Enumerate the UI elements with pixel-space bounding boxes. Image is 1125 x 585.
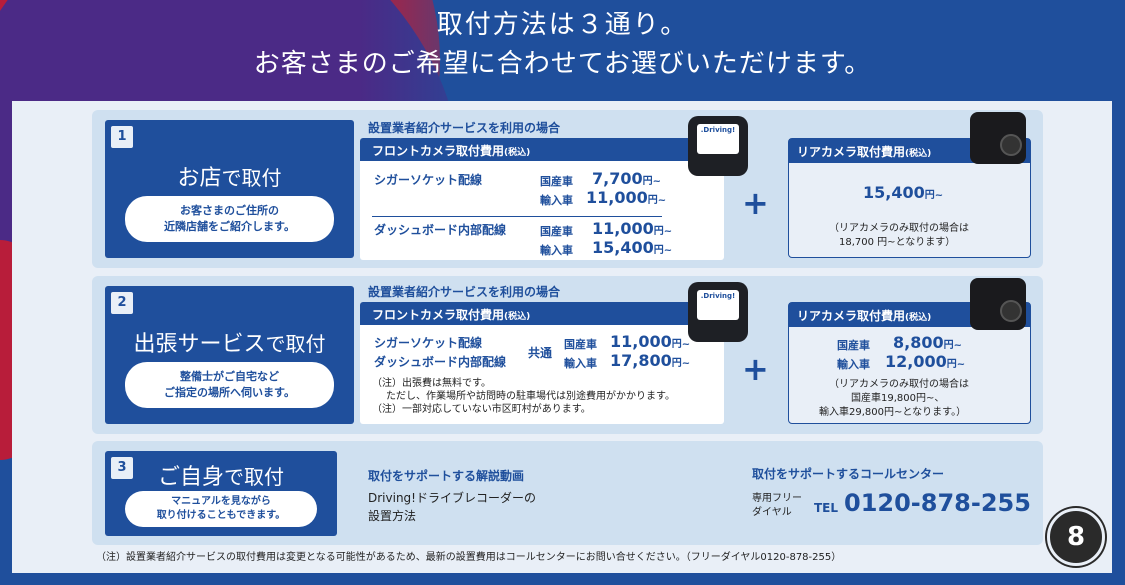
- call-center-title: 取付をサポートするコールセンター: [752, 467, 945, 481]
- note-line1: （注）出張費は無料です。: [372, 378, 491, 389]
- item-name: シガーソケット配線: [374, 173, 483, 187]
- method-box: 2 出張サービスで取付 整備士がご自宅など ご指定の場所へ伺います。: [105, 286, 354, 424]
- common-label: 共通: [528, 346, 553, 360]
- page-number-badge: 8: [1047, 508, 1105, 566]
- note-line2: ただし、作業場所や訪問時の駐車場代は別途費用がかかります。: [386, 391, 675, 402]
- tel-prefix: TEL: [814, 501, 839, 515]
- price-label: 国産車: [564, 338, 597, 351]
- method-number: 3: [111, 457, 133, 479]
- price-label: 国産車: [540, 175, 573, 188]
- call-label-line2: ダイヤル: [752, 507, 792, 518]
- front-fee-box: フロントカメラ取付費用(税込) シガーソケット配線 ダッシュボード内部配線 共通…: [360, 302, 724, 424]
- video-line2: 設置方法: [368, 509, 417, 523]
- hero-line2: お客さまのご希望に合わせてお選びいただけます。: [253, 49, 872, 79]
- item-name: ダッシュボード内部配線: [374, 355, 507, 369]
- method-card-self: 3 ご自身で取付 マニュアルを見ながら 取り付けることもできます。 取付をサポー…: [92, 441, 1043, 545]
- method-title: 出張サービスで取付: [133, 332, 326, 357]
- price-label: 輸入車: [540, 194, 573, 207]
- section-label: 設置業者紹介サービスを利用の場合: [368, 285, 561, 299]
- method-title: ご自身で取付: [157, 465, 284, 490]
- hero-line1: 取付方法は３通り。: [436, 10, 689, 40]
- device-screen-label: .Driving!: [697, 290, 739, 320]
- rear-price: 12,000円~: [885, 352, 966, 371]
- phone-number[interactable]: 0120-878-255: [844, 489, 1031, 517]
- section-label: 設置業者紹介サービスを利用の場合: [368, 121, 561, 135]
- rear-note-line1: （リアカメラのみ取付の場合は: [829, 379, 969, 390]
- plus-icon: +: [742, 350, 769, 388]
- rear-camera-image: [970, 112, 1026, 164]
- method-number: 1: [111, 126, 133, 148]
- method-box: 3 ご自身で取付 マニュアルを見ながら 取り付けることもできます。: [105, 451, 337, 536]
- price-value: 11,000円~: [592, 219, 673, 238]
- dashcam-front-image: .Driving!: [688, 116, 748, 176]
- price-label: 輸入車: [564, 357, 597, 370]
- price-label: 国産車: [540, 225, 573, 238]
- video-line1: Driving!ドライブレコーダーの: [368, 491, 536, 505]
- price-label: 輸入車: [540, 244, 573, 257]
- video-title[interactable]: 取付をサポートする解説動画: [368, 469, 525, 483]
- plus-icon: +: [742, 184, 769, 222]
- rear-note-line1: （リアカメラのみ取付の場合は: [829, 223, 969, 234]
- price-value: 15,400円~: [592, 238, 673, 257]
- method-description: 整備士がご自宅など ご指定の場所へ伺います。: [125, 362, 334, 408]
- method-card-visit: 2 出張サービスで取付 整備士がご自宅など ご指定の場所へ伺います。 設置業者紹…: [92, 276, 1043, 434]
- front-fee-header: フロントカメラ取付費用(税込): [360, 138, 724, 161]
- footnote: （注）設置業者紹介サービスの取付費用は変更となる可能性があるため、最新の設置費用…: [96, 552, 842, 563]
- content-panel: 1 お店で取付 お客さまのご住所の 近隣店舗をご紹介します。 設置業者紹介サービ…: [12, 101, 1112, 573]
- note-line3: （注）一部対応していない市区町村があります。: [372, 404, 591, 415]
- price-value: 11,000円~: [586, 188, 667, 207]
- rear-note-line2: 国産車19,800円~、: [851, 393, 945, 404]
- call-label-line1: 専用フリー: [752, 493, 802, 504]
- method-title: お店で取付: [177, 166, 282, 191]
- price-value: 11,000円~: [610, 332, 691, 351]
- device-screen-label: .Driving!: [697, 124, 739, 154]
- rear-price-label: 輸入車: [837, 358, 870, 371]
- rear-note-line2: 18,700 円~となります）: [839, 237, 956, 248]
- price-value: 7,700円~: [592, 169, 661, 188]
- hero-heading: 取付方法は３通り。 お客さまのご希望に合わせてお選びいただけます。: [0, 6, 1125, 84]
- rear-price: 15,400円~: [863, 183, 944, 202]
- rear-price-label: 国産車: [837, 339, 870, 352]
- rear-note-line3: 輸入車29,800円~となります。）: [819, 407, 967, 418]
- item-name: シガーソケット配線: [374, 336, 483, 350]
- method-description: お客さまのご住所の 近隣店舗をご紹介します。: [125, 196, 334, 242]
- method-card-shop: 1 お店で取付 お客さまのご住所の 近隣店舗をご紹介します。 設置業者紹介サービ…: [92, 110, 1043, 268]
- method-description: マニュアルを見ながら 取り付けることもできます。: [125, 491, 317, 527]
- divider: [372, 216, 662, 217]
- item-name: ダッシュボード内部配線: [374, 223, 507, 237]
- front-fee-box: フロントカメラ取付費用(税込) シガーソケット配線 国産車 7,700円~ 輸入…: [360, 138, 724, 260]
- price-value: 17,800円~: [610, 351, 691, 370]
- rear-price: 8,800円~: [893, 333, 962, 352]
- method-box: 1 お店で取付 お客さまのご住所の 近隣店舗をご紹介します。: [105, 120, 354, 258]
- method-number: 2: [111, 292, 133, 314]
- front-fee-header: フロントカメラ取付費用(税込): [360, 302, 724, 325]
- rear-camera-image: [970, 278, 1026, 330]
- dashcam-front-image: .Driving!: [688, 282, 748, 342]
